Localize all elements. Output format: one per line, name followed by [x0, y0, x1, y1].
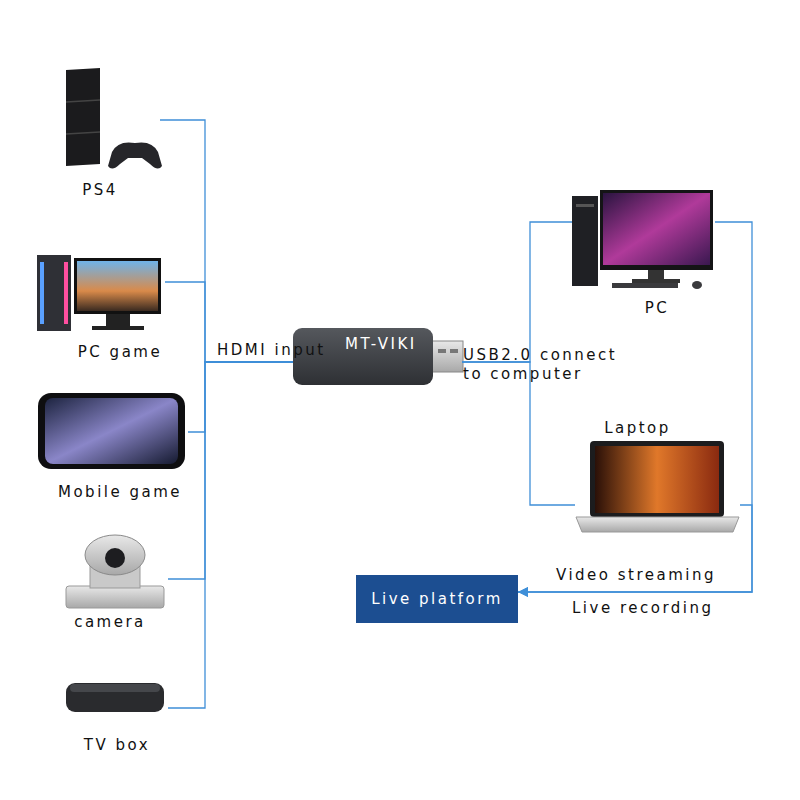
pc-tower [37, 255, 71, 331]
monitor-base [632, 279, 680, 283]
usb-slot [438, 349, 446, 353]
device-node: Mobile game [35, 388, 188, 502]
device-node: PS4 [60, 62, 160, 200]
phone-body [38, 393, 185, 469]
device-label: PS4 [60, 180, 140, 200]
camera-base [66, 586, 164, 608]
tower-light [64, 262, 68, 324]
connector-line [462, 362, 575, 505]
monitor-base [92, 326, 144, 330]
device-label: camera [58, 612, 162, 632]
monitor-screen [603, 193, 710, 265]
device-label: MT-VIKI [345, 334, 417, 354]
connector-line [518, 222, 752, 592]
computer-node: PC [572, 185, 715, 318]
monitor-bezel [74, 258, 161, 314]
device-label: TV box [62, 735, 172, 755]
connector-label: HDMI input [217, 341, 337, 360]
platform-box: Live platform [356, 575, 518, 623]
usb-slot [450, 349, 458, 353]
device-label: Mobile game [35, 482, 205, 502]
tv-box-body [66, 683, 164, 712]
connector-label: Live recording [572, 599, 772, 618]
platform-label: Live platform [356, 589, 518, 609]
computer-node: Laptop [575, 418, 740, 540]
tower-light [40, 262, 44, 324]
laptop-lid [590, 441, 724, 517]
mouse [692, 281, 702, 289]
monitor-bezel [600, 190, 713, 270]
connector-label: Video streaming [556, 566, 756, 585]
device-label: Laptop [575, 418, 700, 438]
connector-line [168, 362, 293, 579]
device-node: TV box [62, 675, 168, 755]
phone-screen [45, 398, 178, 464]
monitor-stand [648, 270, 664, 280]
console-body [66, 68, 100, 166]
device-label: PC game [35, 342, 205, 362]
connector-line [168, 362, 293, 708]
usb-plug [430, 341, 463, 372]
connector-line [462, 222, 572, 362]
console-groove [66, 132, 100, 134]
camera-lens [105, 548, 125, 568]
console-groove [66, 100, 100, 102]
monitor-screen [77, 261, 158, 311]
device-node: PC game [35, 250, 165, 362]
device-label: PC [572, 298, 742, 318]
tower-bay [576, 204, 594, 207]
connector-label: USB2.0 connect to computer [463, 346, 641, 384]
pc-tower [572, 196, 598, 286]
connector-line [188, 362, 293, 432]
camera-head [85, 535, 145, 575]
keyboard [612, 283, 678, 288]
laptop-screen [595, 446, 719, 513]
monitor-stand [106, 314, 130, 326]
gamepad [108, 142, 162, 168]
connector-line [160, 120, 293, 362]
laptop-base [576, 517, 739, 532]
tv-box-top [70, 684, 160, 692]
device-node: camera [58, 530, 168, 632]
